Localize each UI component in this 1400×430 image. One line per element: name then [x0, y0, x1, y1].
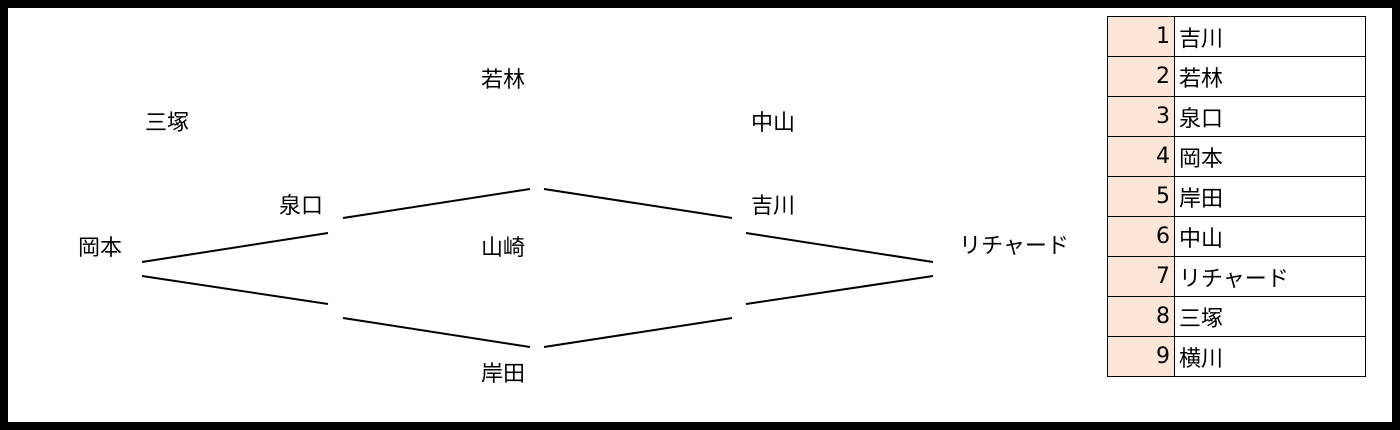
name-cell: リチャード: [1174, 256, 1366, 297]
table-row: 9 横川: [1107, 336, 1366, 377]
edge-lower-kishida: [342, 317, 531, 348]
rank-cell: 1: [1107, 16, 1175, 57]
edge-izumiguchi-top: [342, 188, 531, 219]
rank-cell: 8: [1107, 296, 1175, 337]
rank-cell: 2: [1107, 56, 1175, 97]
ranking-table: 1 吉川 2 若林 3 泉口 4 岡本 5 岸田 6 中山 7 リチャード 8: [1107, 16, 1366, 377]
name-cell: 若林: [1174, 56, 1366, 97]
rank-cell: 3: [1107, 96, 1175, 137]
table-row: 2 若林: [1107, 56, 1366, 97]
name-cell: 三塚: [1174, 296, 1366, 337]
edge-okamoto-lower: [141, 275, 329, 305]
edge-okamoto-izumiguchi: [141, 232, 329, 263]
rank-cell: 5: [1107, 176, 1175, 217]
name-cell: 横川: [1174, 336, 1366, 377]
edge-yoshikawa-richard: [745, 232, 934, 263]
node-izumiguchi: 泉口: [278, 194, 324, 219]
table-row: 1 吉川: [1107, 16, 1366, 57]
table-row: 5 岸田: [1107, 176, 1366, 217]
node-yoshikawa: 吉川: [750, 194, 796, 219]
table-row: 4 岡本: [1107, 136, 1366, 177]
edge-right-richard: [745, 275, 934, 305]
node-mitsuka: 三塚: [144, 111, 190, 136]
name-cell: 岸田: [1174, 176, 1366, 217]
rank-cell: 7: [1107, 256, 1175, 297]
node-wakabayashi: 若林: [480, 68, 526, 93]
node-kishida: 岸田: [480, 362, 526, 387]
node-nakayama: 中山: [750, 111, 796, 136]
edge-top-yoshikawa: [543, 188, 733, 219]
node-yamasaki: 山崎: [480, 236, 526, 261]
name-cell: 岡本: [1174, 136, 1366, 177]
rank-cell: 6: [1107, 216, 1175, 257]
edge-kishida-upper: [543, 317, 733, 348]
name-cell: 泉口: [1174, 96, 1366, 137]
rank-cell: 4: [1107, 136, 1175, 177]
node-okamoto: 岡本: [77, 236, 123, 261]
table-row: 6 中山: [1107, 216, 1366, 257]
name-cell: 吉川: [1174, 16, 1366, 57]
node-richard: リチャード: [959, 234, 1069, 259]
table-row: 8 三塚: [1107, 296, 1366, 337]
name-cell: 中山: [1174, 216, 1366, 257]
rank-cell: 9: [1107, 336, 1175, 377]
table-row: 7 リチャード: [1107, 256, 1366, 297]
table-row: 3 泉口: [1107, 96, 1366, 137]
